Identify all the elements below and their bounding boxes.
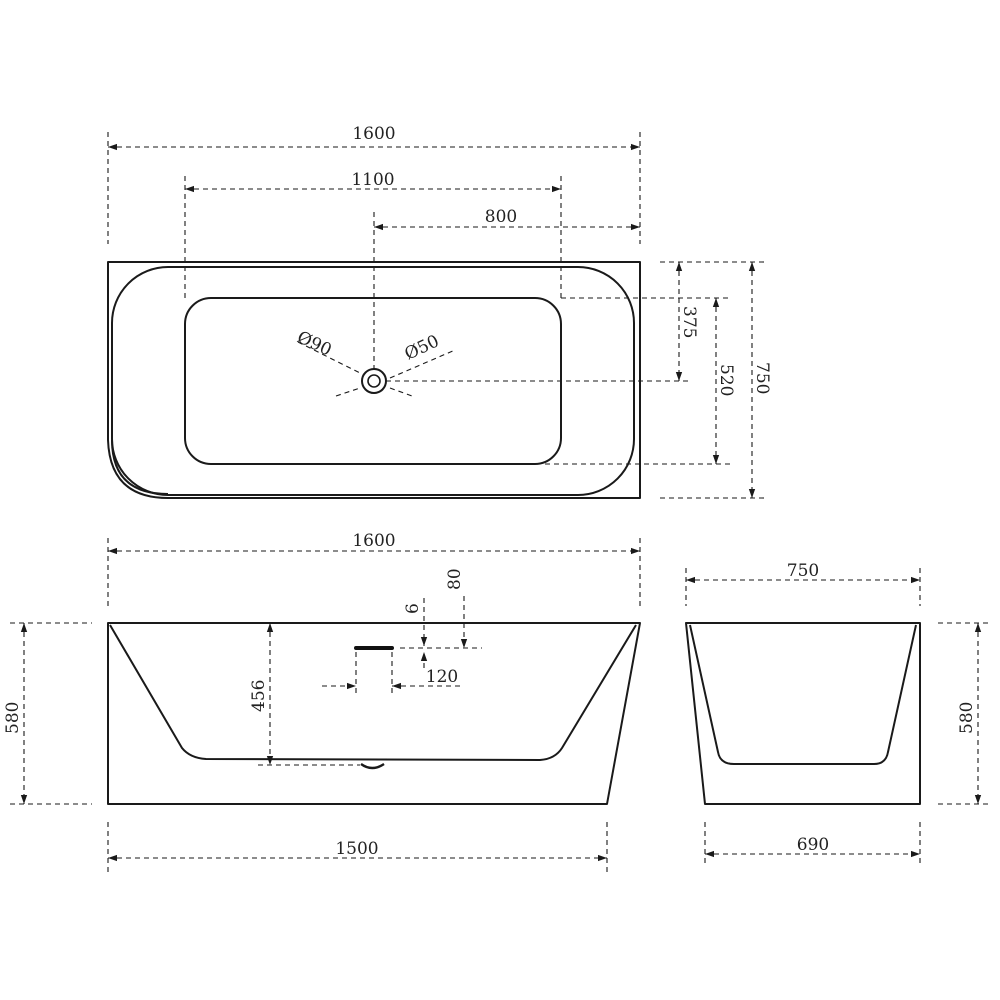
drain-icon xyxy=(361,368,387,394)
top-view: Ø90 Ø50 1600 1100 800 375 520 750 xyxy=(107,124,772,499)
dim-690-label: 690 xyxy=(797,835,829,855)
front-view-drain-bump xyxy=(360,762,385,770)
dim-375-label: 375 xyxy=(679,306,699,338)
dim-side-750-label: 750 xyxy=(787,561,819,581)
dim-1100-label: 1100 xyxy=(351,170,394,190)
diameter-leader-tail xyxy=(335,387,361,397)
diameter-leader-tail-2 xyxy=(389,387,413,397)
top-view-outer-basin xyxy=(111,266,635,496)
dim-120-label: 120 xyxy=(426,667,458,687)
diameter-50-leader xyxy=(389,349,456,379)
dim-front-1600-label: 1600 xyxy=(352,531,395,551)
dim-side-580-label: 580 xyxy=(957,702,977,734)
front-view-outline xyxy=(107,622,641,805)
top-view-outer-rim xyxy=(107,261,641,499)
dim-80-label: 80 xyxy=(445,568,465,590)
dim-800-label: 800 xyxy=(485,207,517,227)
front-view: 1600 580 456 80 6 120 1500 xyxy=(3,531,641,872)
dim-front-580-label: 580 xyxy=(3,702,23,734)
diameter-90-leader xyxy=(297,341,361,374)
dim-456-label: 456 xyxy=(249,680,269,712)
side-view: 750 580 690 xyxy=(685,561,992,866)
side-view-inner-basin xyxy=(689,624,917,765)
dim-6-label: 6 xyxy=(403,603,423,614)
diameter-50-label: Ø50 xyxy=(402,331,443,364)
front-view-inner-basin xyxy=(109,624,637,761)
diameter-90-label: Ø90 xyxy=(294,327,335,360)
side-view-outline xyxy=(685,622,921,805)
dim-750-label: 750 xyxy=(752,362,772,394)
dim-1500-label: 1500 xyxy=(335,839,378,859)
dim-1600-label: 1600 xyxy=(352,124,395,144)
dim-520-label: 520 xyxy=(716,364,736,396)
